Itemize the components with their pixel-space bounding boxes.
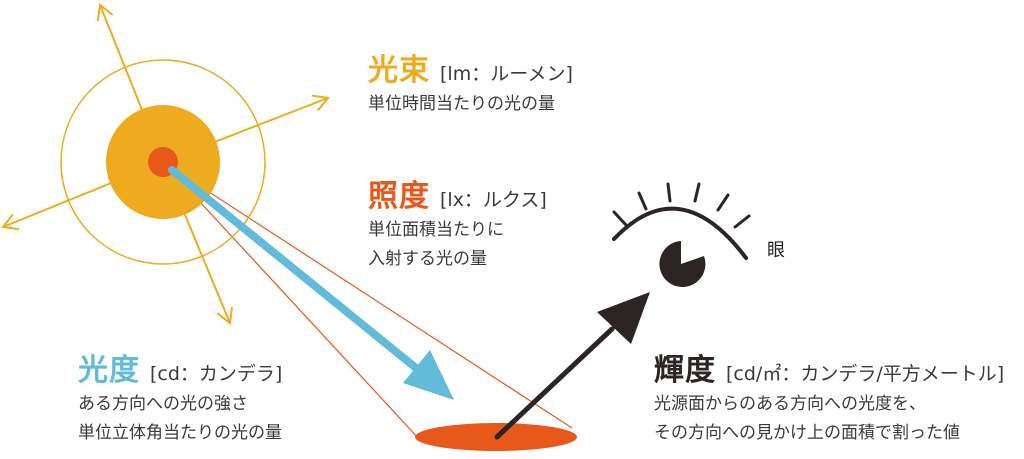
illuminance-desc-2: 入射する光の量 — [368, 248, 487, 269]
illuminance-desc-1: 単位面積当たりに — [368, 219, 504, 240]
eye-upper-lid — [612, 206, 748, 260]
eye-pupil — [659, 241, 706, 287]
sun-icon — [60, 59, 266, 265]
luminance-desc-1: 光源面からのある方向への光度を、 — [654, 393, 926, 414]
luminous-flux-block: 光束 [lm：ルーメン] 単位時間当たりの光の量 — [368, 52, 573, 119]
luminance-unit: [cd/㎡：カンデラ/平方メートル] — [726, 363, 1005, 385]
illuminance-block: 照度 [lx：ルクス] 単位面積当たりに 入射する光の量 — [368, 178, 547, 274]
luminous-intensity-desc-2: 単位立体角当たりの光の量 — [78, 422, 282, 443]
luminance-desc-2: その方向への見かけ上の面積で割った値 — [654, 422, 960, 443]
luminous-flux-title: 光束 — [368, 53, 430, 88]
luminous-intensity-desc-1: ある方向への光の強さ — [78, 393, 248, 414]
luminous-intensity-title: 光度 — [78, 353, 140, 388]
luminous-flux-desc: 単位時間当たりの光の量 — [368, 93, 555, 114]
illuminance-cone — [162, 161, 573, 441]
luminous-intensity-unit: [cd：カンデラ] — [150, 363, 283, 385]
luminous-intensity-block: 光度 [cd：カンデラ] ある方向への光の強さ 単位立体角当たりの光の量 — [78, 352, 282, 448]
luminance-block: 輝度 [cd/㎡：カンデラ/平方メートル] 光源面からのある方向への光度を、 その… — [654, 352, 1004, 448]
intensity-arrow — [168, 166, 454, 400]
luminance-arrow — [494, 292, 650, 440]
luminance-title: 輝度 — [654, 353, 716, 388]
eye-icon — [612, 182, 751, 287]
illuminance-unit: [lx：ルクス] — [440, 189, 547, 211]
eye-label: 眼 — [767, 240, 785, 261]
luminous-flux-unit: [lm：ルーメン] — [440, 63, 573, 85]
sun-halo — [60, 59, 266, 265]
illuminance-title: 照度 — [368, 179, 430, 214]
